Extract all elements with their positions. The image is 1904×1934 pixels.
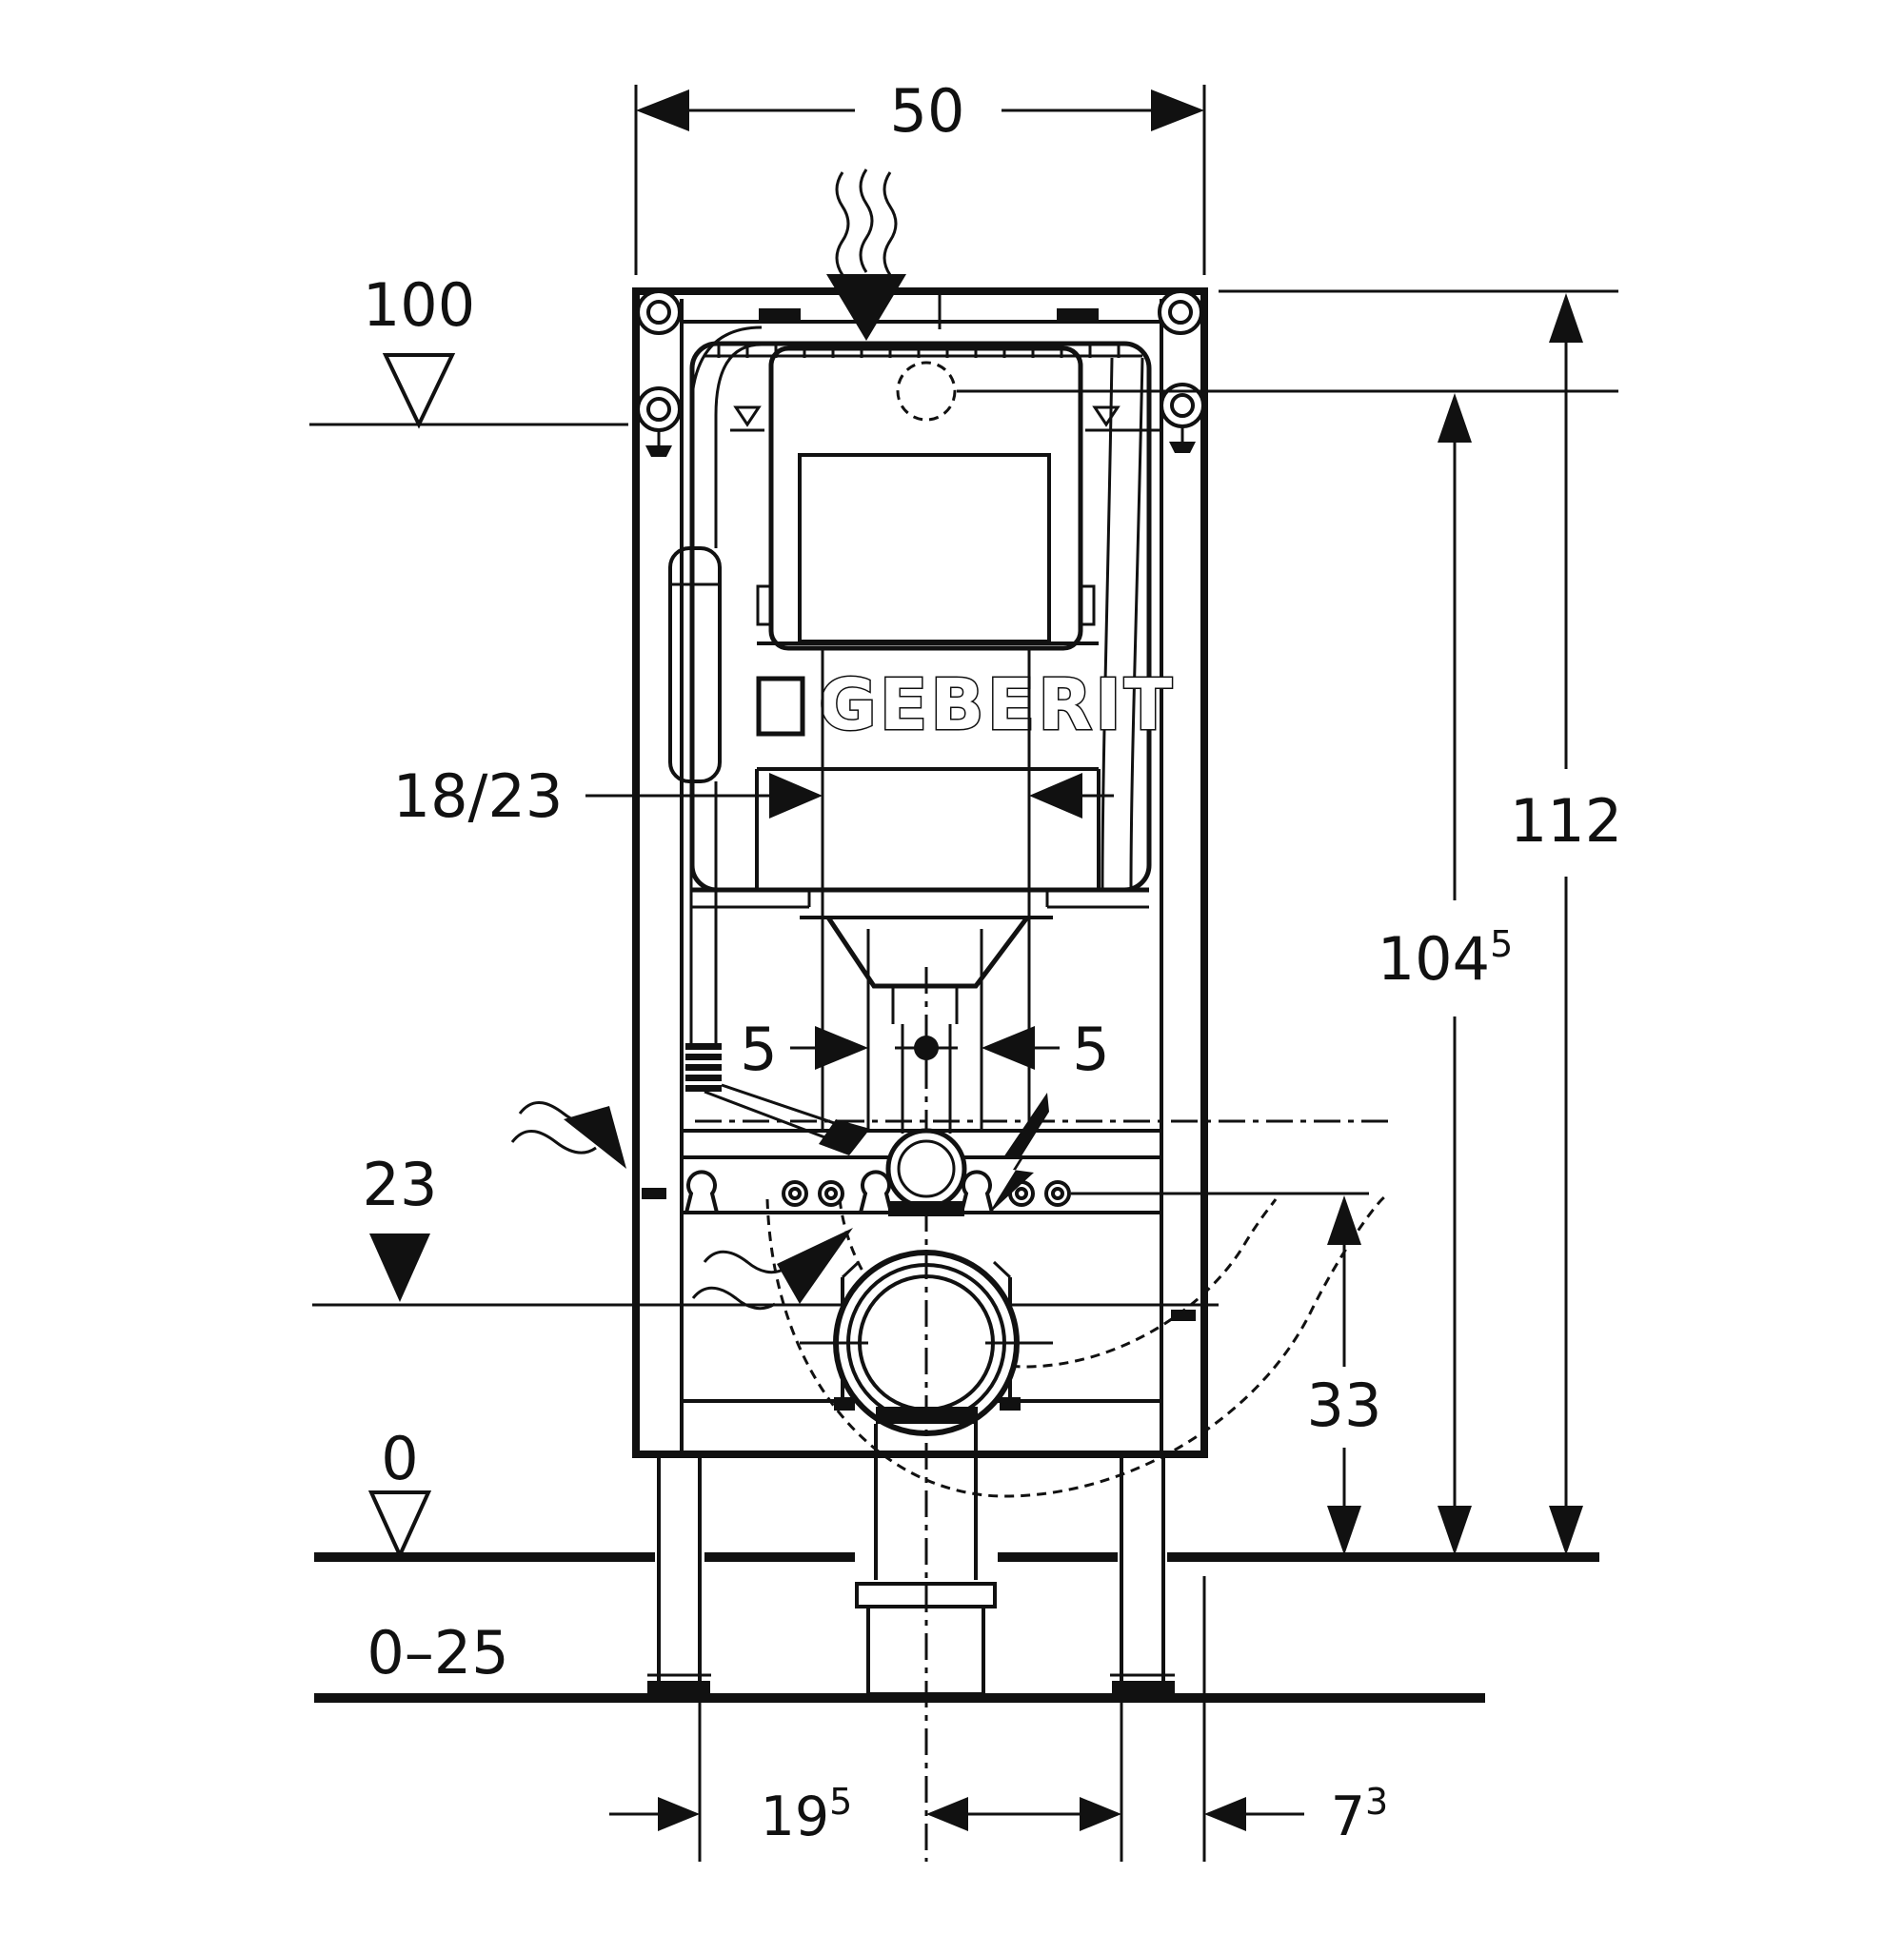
frame-legs <box>647 1454 1175 1694</box>
dim-label-50: 50 <box>890 76 965 146</box>
arrow-left-icon <box>982 1026 1035 1070</box>
actuation-access-box <box>768 345 1083 651</box>
level-marker-0: 0 <box>367 1424 432 1560</box>
arrow-left-icon <box>1029 773 1082 819</box>
right-leaders <box>957 289 1618 1195</box>
level-triangle-open-icon <box>382 353 456 429</box>
dim-label-5-right: 5 <box>1072 1015 1109 1084</box>
dim-label-19-5: 195 <box>761 1781 853 1848</box>
water-supply-assembly <box>668 326 870 1155</box>
wall-bracket-mark-left <box>642 1188 666 1199</box>
dim-label-18-23: 18/23 <box>393 761 564 831</box>
frame-top-tab-left <box>759 308 801 322</box>
level-label-0: 0 <box>381 1424 418 1493</box>
vent-arrow-icon-inner <box>691 1228 853 1311</box>
dim-bottom: 195 73 <box>609 1576 1388 1862</box>
down-arrow-icon <box>826 274 906 341</box>
access-box-tab-right <box>1081 584 1096 626</box>
fixing-screws <box>636 289 1205 457</box>
concealed-cistern: GEBERIT <box>689 341 1175 1024</box>
arrow-up-icon <box>1327 1195 1361 1245</box>
screw-icon <box>1158 289 1203 335</box>
actuation-center-dashed-circle <box>896 361 957 422</box>
center-point-icon <box>914 1036 939 1060</box>
corrugated-hose-icon <box>685 1043 722 1092</box>
arrow-right-icon <box>1080 1797 1121 1831</box>
screw-icon <box>636 289 682 335</box>
dim-actuation-offset: 18/23 <box>393 761 1114 831</box>
installation-frame-diagram: GEBERIT <box>309 76 1622 1862</box>
frame-foot-left <box>647 1681 710 1694</box>
internal-flush-bend <box>1101 357 1144 891</box>
dim-height-112: 112 <box>1510 293 1622 1555</box>
level-marker-23: 23 <box>363 1150 438 1302</box>
arrow-right-icon <box>769 773 823 819</box>
brand-logo-text: GEBERIT <box>819 664 1175 746</box>
dim-top-width: 50 <box>634 76 1206 275</box>
arrow-down-icon <box>1438 1506 1472 1555</box>
dim-pipe-offsets: 5 5 <box>740 1015 1109 1084</box>
arrow-left-icon <box>1204 1797 1246 1831</box>
arrow-down-icon <box>1327 1506 1361 1555</box>
level-marker-100: 100 <box>363 270 475 429</box>
flush-pipe-connector <box>885 1128 967 1216</box>
screw-anchor-icon <box>1160 383 1205 453</box>
vent-arrow-icon-left <box>510 1101 626 1169</box>
level-label-100: 100 <box>363 270 475 340</box>
wall-bracket-mark-right <box>1171 1310 1196 1321</box>
arrow-down-icon <box>1549 1506 1583 1555</box>
dim-height-33: 33 <box>1307 1195 1382 1555</box>
access-box-tab-left <box>756 584 771 626</box>
arrow-right-icon <box>815 1026 868 1070</box>
filling-valve-body <box>668 546 722 783</box>
arrow-right-icon <box>658 1797 700 1831</box>
dim-label-33: 33 <box>1307 1371 1382 1440</box>
level-triangle-filled-icon <box>369 1233 430 1302</box>
actuation-inner-panel <box>798 453 1051 643</box>
arrow-left-icon <box>926 1797 968 1831</box>
arrow-up-icon <box>1438 393 1472 443</box>
arrow-right-icon <box>1151 89 1204 131</box>
drain-bend <box>800 1250 1053 1436</box>
fixing-row <box>684 1170 1071 1214</box>
level-label-23: 23 <box>363 1150 438 1219</box>
keyhole-fixing-icon <box>859 1170 893 1214</box>
logo-square <box>756 676 805 737</box>
dim-label-112: 112 <box>1510 786 1622 856</box>
water-level-icon <box>730 405 764 432</box>
drain-socket-body <box>866 1605 985 1696</box>
supply-nozzle <box>819 1119 870 1155</box>
arrow-up-icon <box>1549 293 1583 343</box>
dim-label-104-5: 1045 <box>1378 923 1514 994</box>
drain-duct <box>855 1424 997 1696</box>
dim-label-7-3: 73 <box>1331 1781 1388 1848</box>
dim-height-104-5: 1045 <box>1378 393 1514 1555</box>
arrow-left-icon <box>636 89 689 131</box>
level-triangle-open-icon <box>367 1490 432 1560</box>
mounting-frame <box>632 287 1208 1458</box>
technical-drawing: GEBERIT <box>38 15 1904 1919</box>
floor-thickness-label: 0–25 <box>367 1618 508 1687</box>
vent-steam-icon-top <box>826 168 942 341</box>
frame-foot-right <box>1112 1681 1175 1694</box>
keyhole-fixing-icon <box>960 1170 994 1214</box>
dim-label-5-left: 5 <box>740 1015 777 1084</box>
keyhole-fixing-icon <box>684 1170 719 1214</box>
lightning-icon <box>988 1093 1049 1214</box>
screw-anchor-icon <box>636 386 682 457</box>
dim-label-0-25: 0–25 <box>367 1618 508 1687</box>
wc-pan-dashed-outline <box>695 1119 1390 1498</box>
frame-top-tab-right <box>1057 308 1099 322</box>
